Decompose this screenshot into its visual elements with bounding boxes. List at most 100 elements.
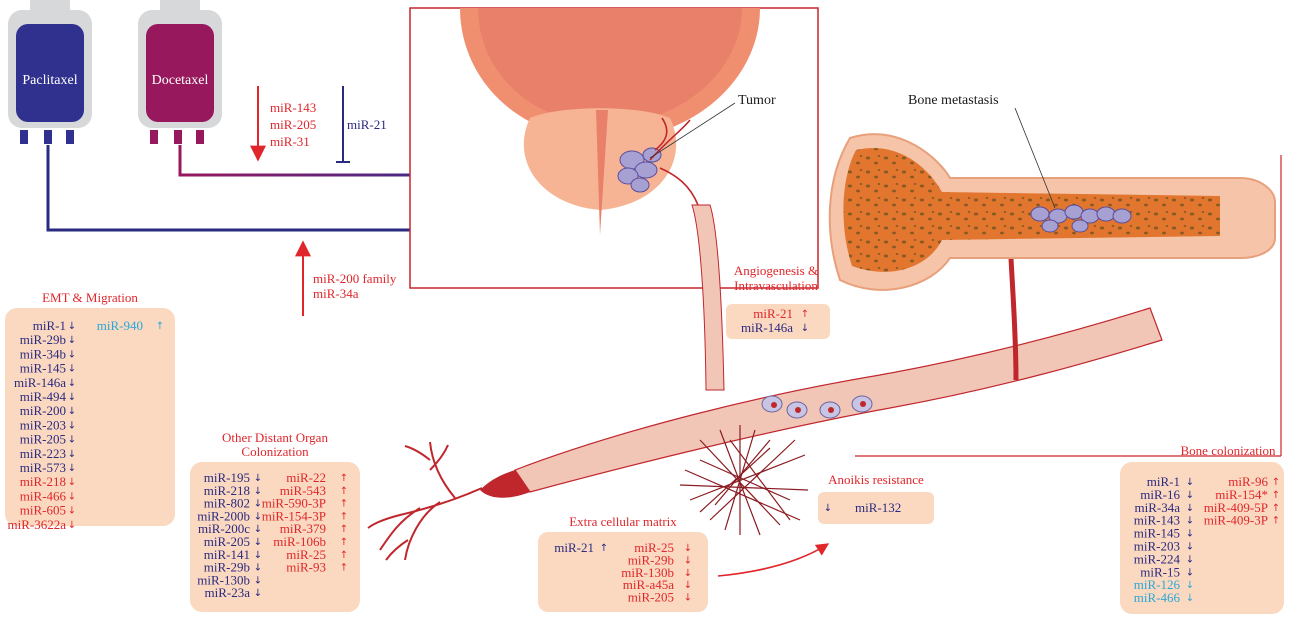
ecm-mirna: miR-21	[554, 540, 594, 555]
ecm-mirna: miR-29b	[628, 552, 674, 567]
other-mirna: miR-195	[204, 470, 250, 485]
angio-mirna: miR-21	[753, 306, 793, 321]
paclitaxel-line	[46, 145, 410, 232]
arrow-down-icon: ↓	[684, 593, 692, 604]
arrow-down-icon: ↓	[68, 406, 76, 417]
bone-mirna: miR-409-5P	[1204, 500, 1268, 515]
drug-down-mirna-1: miR-205	[270, 117, 316, 132]
arrow-down-icon: ↓	[254, 524, 262, 535]
arrow-down-icon: ↓	[68, 435, 76, 446]
emt-mirna: miR-145	[20, 361, 66, 376]
emt-mirna: miR-3622a	[8, 517, 67, 532]
ecm-to-anoikis-arrow	[717, 543, 830, 577]
ecm-title: Extra cellular matrix	[569, 514, 677, 529]
vertical-vessel	[691, 204, 725, 391]
arrow-down-icon: ↓	[68, 449, 76, 460]
arrow-up-icon: ↑	[340, 511, 348, 522]
drug-down-mirna-0: miR-143	[270, 100, 316, 115]
tumor-label: Tumor	[738, 93, 776, 108]
emt-mirna: miR-29b	[20, 332, 66, 347]
bone-col1: miR-1↓miR-16↓miR-34a↓miR-143↓miR-145↓miR…	[1134, 474, 1194, 605]
angio-box	[726, 304, 830, 339]
arrow-down-icon: ↓	[68, 477, 76, 488]
arrow-down-icon: ↓	[254, 499, 262, 510]
other-title: Other Distant Organ	[222, 430, 328, 445]
bone-mirna: miR-96	[1228, 474, 1268, 489]
arrow-down-icon: ↓	[1186, 490, 1194, 501]
drug-inhibit-mirna: miR-21	[347, 117, 387, 132]
arrow-up-icon: ↑	[340, 563, 348, 574]
other-mirna: miR-29b	[204, 560, 250, 575]
arrow-down-icon: ↓	[684, 568, 692, 579]
bone-mirna: miR-203	[1134, 539, 1180, 554]
bone-mirna: miR-126	[1134, 577, 1181, 592]
docetaxel-bag: Docetaxel	[138, 0, 222, 144]
arrow-down-icon: ↓	[1186, 503, 1194, 514]
ecm-mirna: miR-205	[628, 590, 674, 605]
anoikis-mirna: miR-132	[855, 500, 901, 515]
emt-mirna: miR-203	[20, 417, 66, 432]
drug-up-mirna-0: miR-200 family	[313, 271, 397, 286]
bone-title: Bone colonization	[1181, 443, 1276, 458]
anoikis-col1: miR-132 ↓	[824, 500, 901, 515]
other-mirna: miR-200c	[198, 521, 250, 536]
arrow-up-icon: ↑	[1272, 477, 1280, 488]
ecm-col2: miR-25↓miR-29b↓miR-130b↓miR-a45a↓miR-205…	[621, 540, 692, 605]
bone-mirna: miR-15	[1140, 564, 1180, 579]
other-mirna: miR-23a	[205, 585, 251, 600]
other-mirna: miR-218	[204, 483, 250, 498]
emt-mirna: miR-200	[20, 403, 66, 418]
arrow-up-icon: ↑	[340, 550, 348, 561]
arrow-up-icon: ↑	[600, 543, 608, 554]
emt-mirna: miR-1	[33, 318, 66, 333]
arrow-down-icon: ↓	[1186, 593, 1194, 604]
anoikis-title: Anoikis resistance	[828, 472, 924, 487]
arrow-down-icon: ↓	[801, 323, 809, 334]
arrow-down-icon: ↓	[68, 321, 76, 332]
arrow-down-icon: ↓	[1186, 542, 1194, 553]
bone-mirna: miR-34a	[1135, 500, 1181, 515]
ecm-box	[538, 532, 708, 612]
arrow-down-icon: ↓	[68, 392, 76, 403]
bone-mirna: miR-143	[1134, 513, 1180, 528]
bone-metastasis-label: Bone metastasis	[908, 93, 999, 108]
arrow-down-icon: ↓	[254, 486, 262, 497]
other-mirna: miR-25	[286, 547, 326, 562]
other-mirna: miR-802	[204, 496, 250, 511]
arrow-down-icon: ↓	[68, 491, 76, 502]
bone-metastasis-pointer	[1014, 107, 1056, 209]
docetaxel-label: Docetaxel	[152, 73, 209, 88]
arrow-up-icon: ↑	[340, 537, 348, 548]
arrow-down-icon: ↓	[254, 537, 262, 548]
other-mirna: miR-200b	[197, 508, 250, 523]
arrow-down-icon: ↓	[824, 503, 832, 514]
anoikis-box	[818, 492, 934, 524]
other-mirna: miR-154-3P	[262, 508, 326, 523]
arrow-down-icon: ↓	[68, 463, 76, 474]
ecm-mirna: miR-a45a	[623, 577, 674, 592]
arrow-down-icon: ↓	[68, 506, 76, 517]
bone-mirna: miR-16	[1140, 487, 1180, 502]
drug-down-mirnas: miR-143 miR-205 miR-31	[270, 100, 316, 149]
emt-mirna: miR-146a	[14, 375, 66, 390]
arrow-down-icon: ↓	[254, 575, 262, 586]
tumor-cluster	[617, 117, 699, 206]
arrow-up-icon: ↑	[156, 321, 164, 332]
other-mirna: miR-379	[280, 521, 326, 536]
other-mirna: miR-22	[286, 470, 326, 485]
arrow-down-icon: ↓	[254, 563, 262, 574]
arrow-down-icon: ↓	[68, 364, 76, 375]
bone-mirna: miR-1	[1147, 474, 1180, 489]
arrow-down-icon: ↓	[1186, 477, 1194, 488]
emt-col1: miR-1↓miR-29b↓miR-34b↓miR-145↓miR-146a↓m…	[8, 318, 77, 532]
arrow-down-icon: ↓	[684, 555, 692, 566]
ecm-col1: miR-21 ↑	[554, 540, 608, 555]
ecm-fibers	[679, 425, 809, 536]
other-box	[190, 462, 360, 612]
arrow-up-icon: ↑	[1272, 503, 1280, 514]
emt-mirna: miR-205	[20, 432, 66, 447]
bone	[828, 133, 1276, 291]
emt-mirna: miR-573	[20, 460, 66, 475]
circulating-cells	[761, 395, 873, 419]
arrow-down-icon: ↓	[1186, 580, 1194, 591]
